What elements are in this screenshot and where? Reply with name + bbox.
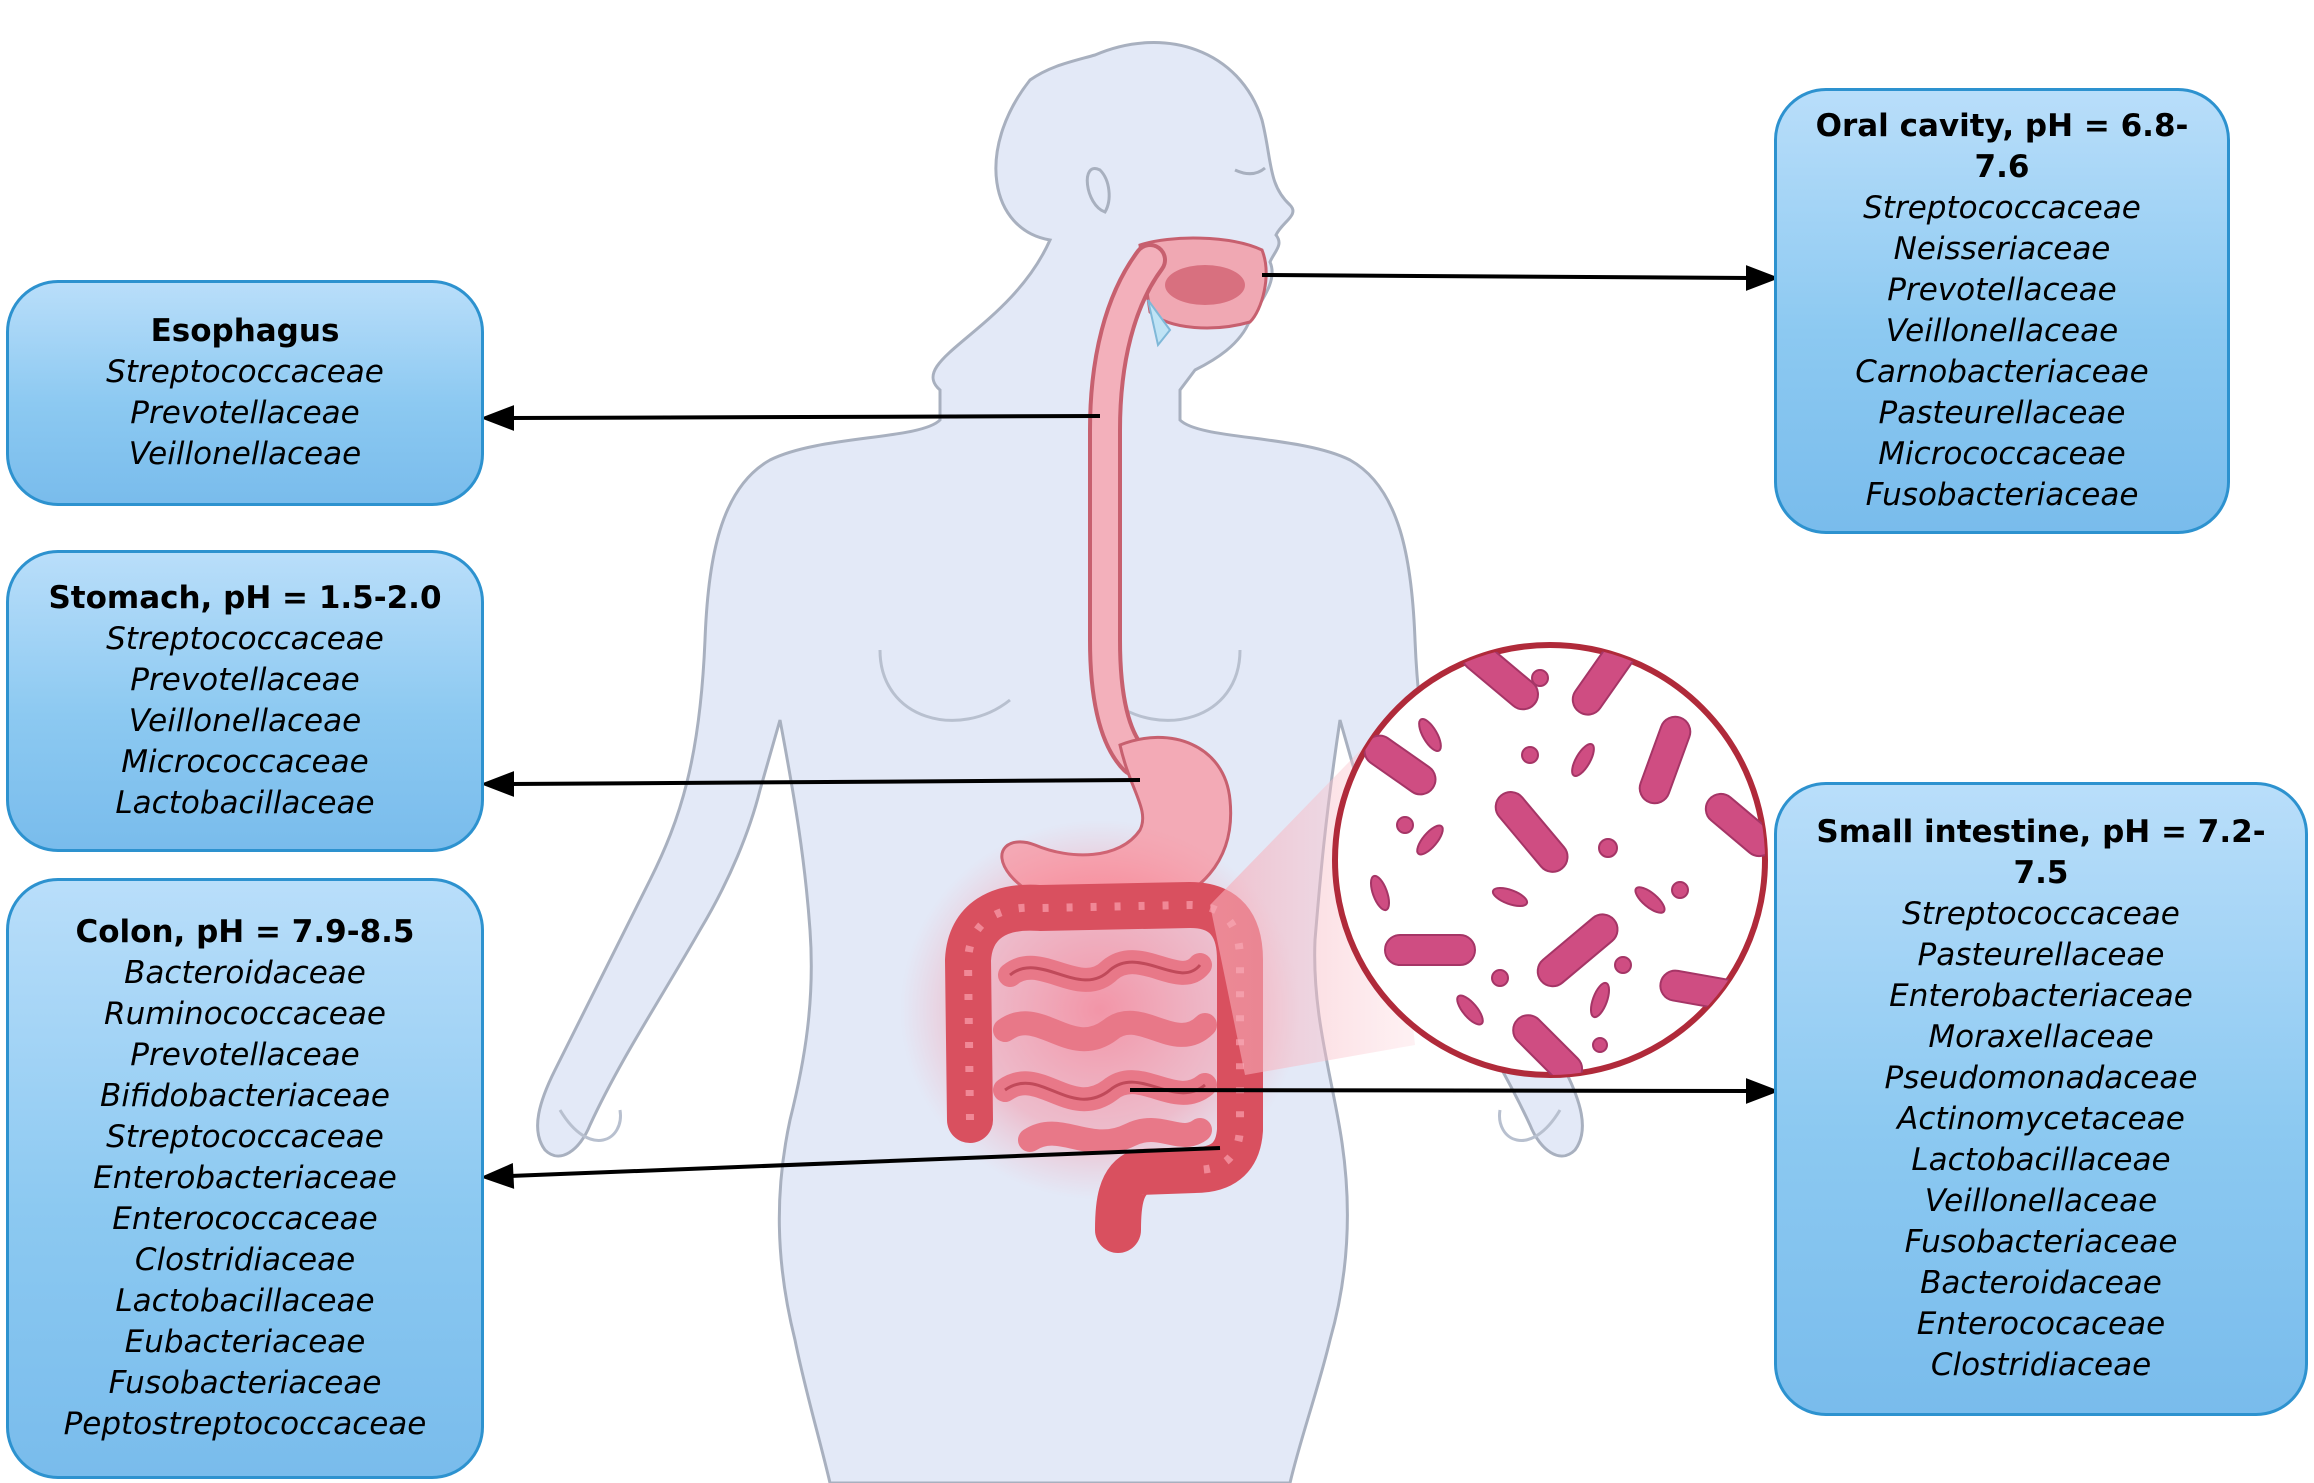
- stomach-title: Stomach, pH = 1.5-2.0: [48, 580, 442, 616]
- stomach-box: Stomach, pH = 1.5-2.0 Streptococcaceae P…: [6, 550, 484, 852]
- family-item: Prevotellaceae: [130, 395, 360, 431]
- family-item: Clostridiaceae: [134, 1242, 356, 1278]
- colon-box: Colon, pH = 7.9-8.5 Bacteroidaceae Rumin…: [6, 878, 484, 1479]
- oral-cavity-illustration: [1138, 236, 1268, 348]
- bacteria-magnification: [1332, 642, 1768, 1078]
- family-item: Enterobacteriaceae: [1889, 978, 2193, 1014]
- family-item: Lactobacillaceae: [115, 785, 375, 821]
- stomach-families: Streptococcaceae Prevotellaceae Veillone…: [9, 619, 481, 824]
- family-item: Streptococcaceae: [106, 354, 384, 390]
- family-item: Veillonellaceae: [128, 703, 362, 739]
- family-item: Enterococaceae: [1916, 1306, 2166, 1342]
- family-item: Fusobacteriaceae: [1904, 1224, 2178, 1260]
- family-item: Bacteroidaceae: [1920, 1265, 2162, 1301]
- small-intestine-box: Small intestine, pH = 7.2-7.5 Streptococ…: [1774, 782, 2308, 1416]
- family-item: Prevotellaceae: [1887, 272, 2117, 308]
- family-item: Fusobacteriaceae: [108, 1365, 382, 1401]
- esophagus-title: Esophagus: [150, 313, 340, 349]
- small-intestine-title: Small intestine, pH = 7.2-7.5: [1816, 814, 2266, 891]
- family-item: Veillonellaceae: [128, 436, 362, 472]
- family-item: Bifidobacteriaceae: [99, 1078, 391, 1114]
- family-item: Enterobacteriaceae: [93, 1160, 397, 1196]
- family-item: Carnobacteriaceae: [1855, 354, 2149, 390]
- family-item: Peptostreptococcaceae: [63, 1406, 427, 1442]
- family-item: Veillonellaceae: [1924, 1183, 2158, 1219]
- family-item: Veillonellaceae: [1885, 313, 2119, 349]
- family-item: Clostridiaceae: [1930, 1347, 2152, 1383]
- colon-title: Colon, pH = 7.9-8.5: [75, 914, 415, 950]
- family-item: Micrococcaceae: [1878, 436, 2126, 472]
- esophagus-box: Esophagus Streptococcaceae Prevotellacea…: [6, 280, 484, 506]
- family-item: Streptococcaceae: [106, 1119, 384, 1155]
- esophagus-families: Streptococcaceae Prevotellaceae Veillone…: [9, 352, 481, 475]
- family-item: Micrococcaceae: [121, 744, 369, 780]
- family-item: Streptococcaceae: [1863, 190, 2141, 226]
- family-item: Eubacteriaceae: [124, 1324, 366, 1360]
- family-item: Neisseriaceae: [1893, 231, 2111, 267]
- family-item: Actinomycetaceae: [1897, 1101, 2185, 1137]
- family-item: Fusobacteriaceae: [1865, 477, 2139, 513]
- family-item: Pasteurellaceae: [1917, 937, 2165, 973]
- family-item: Prevotellaceae: [130, 1037, 360, 1073]
- small-intestine-families: Streptococcaceae Pasteurellaceae Enterob…: [1777, 894, 2305, 1386]
- family-item: Pasteurellaceae: [1878, 395, 2126, 431]
- human-body-silhouette: [536, 41, 1584, 1483]
- family-item: Streptococcaceae: [106, 621, 384, 657]
- colon-families: Bacteroidaceae Ruminococcaceae Prevotell…: [9, 953, 481, 1445]
- oral-cavity-box: Oral cavity, pH = 6.8-7.6 Streptococcace…: [1774, 88, 2230, 534]
- family-item: Streptococcaceae: [1902, 896, 2180, 932]
- family-item: Moraxellaceae: [1928, 1019, 2154, 1055]
- family-item: Lactobacillaceae: [115, 1283, 375, 1319]
- family-item: Prevotellaceae: [130, 662, 360, 698]
- family-item: Lactobacillaceae: [1911, 1142, 2171, 1178]
- family-item: Bacteroidaceae: [124, 955, 366, 991]
- family-item: Pseudomonadaceae: [1884, 1060, 2198, 1096]
- connector-arrows: [480, 265, 1780, 1189]
- family-item: Enterococcaceae: [112, 1201, 378, 1237]
- oral-cavity-families: Streptococcaceae Neisseriaceae Prevotell…: [1777, 188, 2227, 516]
- family-item: Ruminococcaceae: [104, 996, 386, 1032]
- oral-cavity-title: Oral cavity, pH = 6.8-7.6: [1815, 108, 2189, 185]
